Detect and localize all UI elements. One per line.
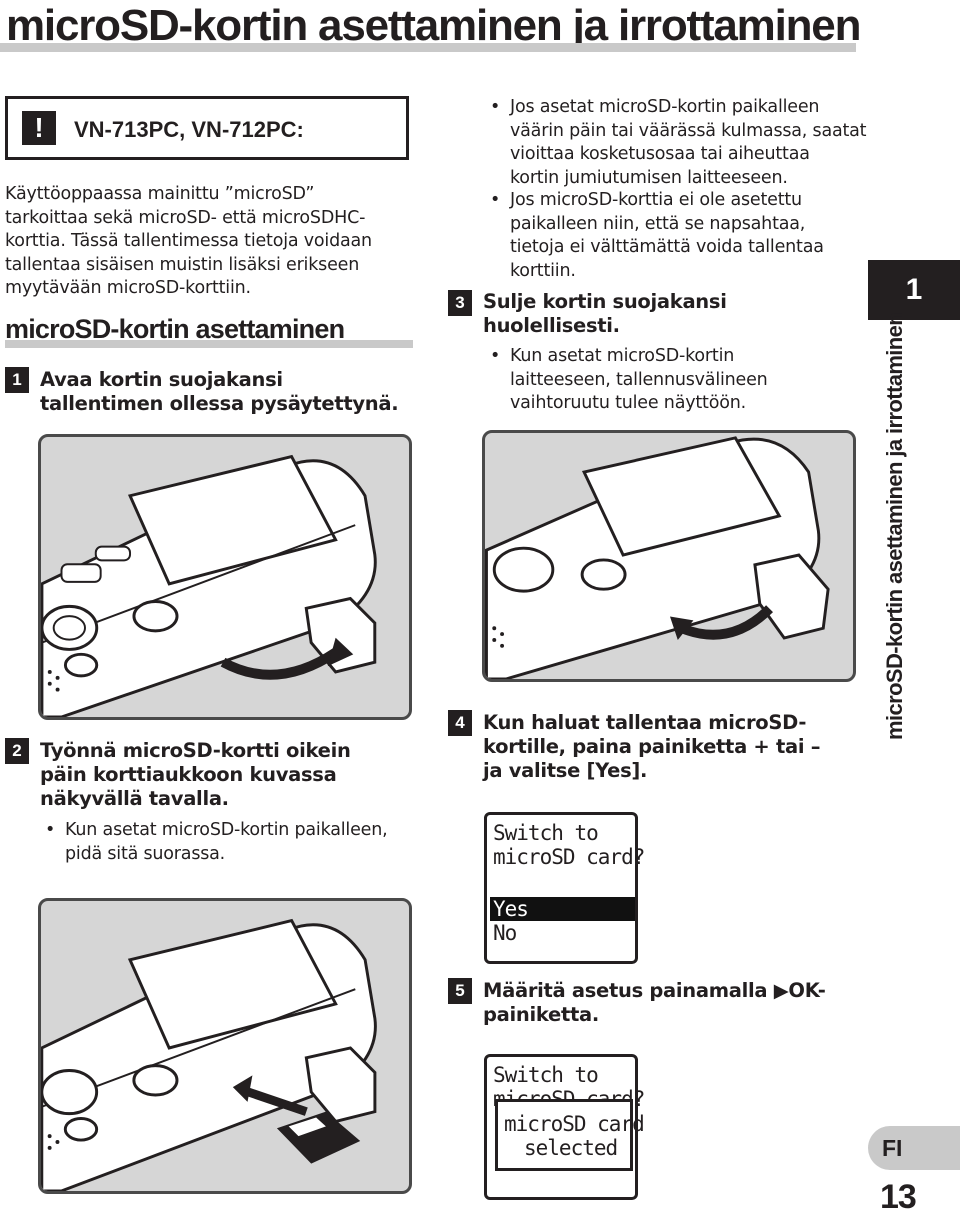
model-note-box [5,96,409,160]
note-text: Käyttöoppaassa mainittu ”microSD” tarkoi… [5,183,372,301]
language-tab: FI [868,1126,960,1170]
section-heading: microSD-kortin asettaminen [5,314,345,344]
bullet-line: pidä sitä suorassa. [65,843,226,864]
step-4-badge: 4 [448,710,472,736]
bullet-line: väärin päin tai väärässä kulmassa, saata… [510,120,867,141]
bullet-line: tietoja ei välttämättä voida tallentaa [510,237,824,257]
step-3-text: Sulje kortin suojakansi huolellisesti. [483,290,727,338]
step-line: ja valitse [Yes]. [483,759,648,782]
page-title: microSD-kortin asettaminen ja irrottamin… [6,1,861,50]
step-line: Kun haluat tallentaa microSD- [483,711,807,734]
bullet-line: Kun asetat microSD-kortin paikalleen, [65,820,388,840]
step-3-badge: 3 [448,290,472,316]
bullet-line: paikalleen niin, että se napsahtaa, [510,213,806,234]
step-line: huolellisesti. [483,314,620,337]
illustration-close-cover [482,430,856,682]
illustration-open-cover [38,434,412,720]
warning-bullet-wrong-orientation: • Jos asetat microSD-kortin paikalleen v… [490,96,867,190]
lcd-popup: microSD card selected [495,1099,645,1171]
recorder-insert-card-drawing [41,918,377,1191]
page-number: 13 [880,1178,917,1216]
step-line: kortille, paina painiketta + tai – [483,735,821,758]
step-1-text: Avaa kortin suojakansi tallentimen olles… [40,368,399,416]
step-2-text: Työnnä microSD-kortti oikein päin kortti… [40,739,351,811]
lcd-line: Switch to [493,821,599,845]
note-line: korttia. Tässä tallentimessa tietoja voi… [5,231,372,251]
step-5-text: Määritä asetus painamalla ▶OK- painikett… [483,979,826,1027]
bullet-dot: • [490,190,501,210]
model-label: VN-713PC, VN-712PC: [74,117,304,142]
step-line: päin korttiaukkoon kuvassa [40,763,337,786]
bullet-dot: • [45,820,56,840]
note-line: Käyttöoppaassa mainittu ”microSD” [5,184,315,204]
recorder-open-cover-drawing [41,454,377,717]
bullet-line: korttiin. [510,260,576,281]
bullet-line: Kun asetat microSD-kortin [510,346,735,366]
bullet-line: vioittaa kosketusosaa tai aiheuttaa [510,144,810,164]
lcd-line: Switch to [493,1063,599,1087]
lcd-popup-line: microSD card [504,1112,645,1136]
step-line: painiketta. [483,1003,599,1026]
title-underline [0,43,856,52]
step-2-badge: 2 [5,738,29,764]
bullet-line: Jos microSD-korttia ei ole asetettu [510,190,802,210]
lcd-popup-line: selected [524,1136,618,1160]
note-line: tarkoittaa sekä microSD- että microSDHC- [5,207,366,228]
lcd-switch-prompt: Switch to microSD card? Yes No [484,812,645,964]
step-5-badge: 5 [448,978,472,1004]
illustration-insert-card [38,898,412,1194]
step-line: tallentimen ollessa pysäytettynä. [40,392,399,415]
step-line: Sulje kortin suojakansi [483,290,727,313]
bullet-line: Jos asetat microSD-kortin paikalleen [510,97,820,117]
step-1-badge: 1 [5,367,29,393]
step-4-text: Kun haluat tallentaa microSD- kortille, … [483,711,820,783]
step-line: Avaa kortin suojakansi [40,368,283,391]
step-line: Työnnä microSD-kortti oikein [40,739,351,762]
step-3-bullet: • Kun asetat microSD-kortin laitteeseen,… [490,345,768,416]
bullet-dot: • [490,97,501,117]
bullet-line: kortin jumiutumisen laitteeseen. [510,167,788,188]
chapter-tab: 1 [868,260,960,320]
bullet-line: vaihtoruutu tulee näyttöön. [510,393,746,413]
step-line: Määritä asetus painamalla ▶OK- [483,979,826,1002]
step-line: näkyvällä tavalla. [40,787,229,810]
side-chapter-title: microSD-kortin asettaminen ja irrottamin… [882,312,907,740]
lcd-option-no[interactable]: No [493,921,517,945]
section-underline [5,340,413,348]
recorder-close-cover-drawing [485,436,830,679]
warning-bullet-not-clicked: • Jos microSD-korttia ei ole asetettu pa… [490,189,824,283]
bullet-line: laitteeseen, tallennusvälineen [510,369,768,390]
step-2-bullet: • Kun asetat microSD-kortin paikalleen, … [45,819,388,866]
bullet-dot: • [490,346,501,366]
lcd-line: microSD card? [493,845,645,869]
lcd-option-yes[interactable]: Yes [490,897,635,921]
lcd-card-selected: Switch to microSD card? microSD card sel… [484,1054,645,1200]
note-line: tallentaa sisäisen muistin lisäksi eriks… [5,254,360,275]
warning-icon: ! [22,111,56,145]
note-line: myytävään microSD-korttiin. [5,278,251,298]
